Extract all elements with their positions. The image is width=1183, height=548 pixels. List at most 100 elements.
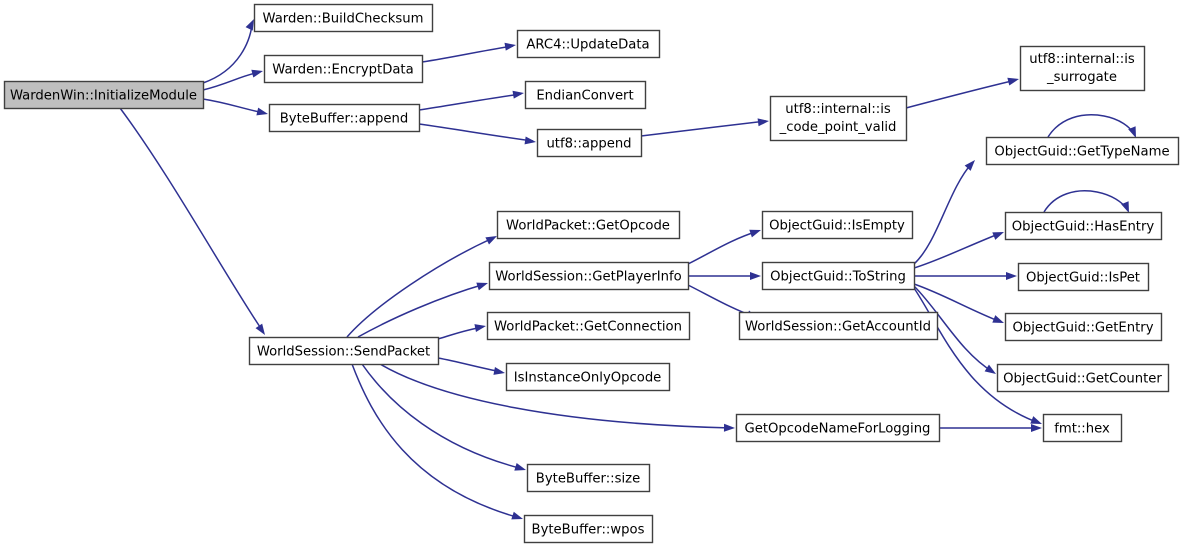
call-edge [202,69,263,91]
graph-node[interactable]: Warden::BuildChecksum [253,3,434,33]
graph-node[interactable]: WorldSession::GetAccountId [738,311,939,341]
graph-node[interactable]: ObjectGuid::GetTypeName [985,136,1180,166]
graph-node[interactable]: utf8::internal::is_code_point_valid [769,95,908,142]
edge-line [687,230,759,265]
graph-node[interactable]: fmt::hex [1042,413,1123,443]
node-box[interactable] [536,128,643,158]
call-edge [1043,190,1129,213]
graph-node[interactable]: WorldSession::SendPacket [248,336,440,366]
graph-node[interactable]: ByteBuffer::append [268,103,421,133]
edge-line [913,283,1002,323]
call-edge [905,77,1019,109]
node-box[interactable] [263,54,424,84]
call-edge [914,272,1017,280]
graph-node[interactable]: ObjectGuid::ToString [761,261,916,291]
arrow-head-icon [474,324,486,333]
node-box[interactable] [248,336,440,366]
node-label: GetOpcodeNameForLogging [745,422,931,437]
node-box[interactable] [761,261,916,291]
node-layer: WardenWin::InitializeModule Warden::Build… [3,3,1180,544]
arrow-head-icon [476,282,488,291]
edge-line [379,363,733,429]
node-label: ByteBuffer::wpos [532,523,645,538]
edge-line [418,123,534,142]
call-edge [202,19,254,84]
graph-node[interactable]: utf8::internal::is_surrogate [1019,45,1146,92]
node-label: ObjectGuid::ToString [770,270,906,285]
edge-line [905,79,1017,109]
graph-node[interactable]: ObjectGuid::GetEntry [1004,312,1163,342]
call-edge [418,123,536,145]
node-box[interactable] [488,261,690,291]
graph-node[interactable]: WardenWin::InitializeModule [3,80,205,110]
edge-line [913,287,1040,424]
node-box[interactable] [1017,262,1150,292]
edge-layer [119,19,1136,520]
graph-node[interactable]: WorldPacket::GetConnection [486,311,691,341]
node-label: ByteBuffer::append [280,112,408,127]
call-edge [418,90,524,111]
root-node-box[interactable] [3,80,205,110]
graph-node[interactable]: IsInstanceOnlyOpcode [505,362,671,392]
graph-node[interactable]: WorldPacket::GetOpcode [496,210,681,240]
node-box[interactable] [496,210,681,240]
node-box[interactable] [735,413,941,443]
call-edge [346,236,497,338]
node-box[interactable] [486,311,691,341]
graph-node[interactable]: utf8::append [536,128,643,158]
graph-node[interactable]: ObjectGuid::HasEntry [1004,211,1163,241]
node-label: EndianConvert [536,89,633,104]
call-edge [351,363,523,520]
node-box[interactable] [769,95,908,142]
graph-node[interactable]: ByteBuffer::wpos [523,514,654,544]
call-edge [687,229,761,265]
edge-line [418,93,522,111]
node-box[interactable] [1042,413,1123,443]
call-edge [939,424,1042,432]
edge-line [202,24,253,84]
arrow-head-icon [1128,126,1136,138]
node-box[interactable] [1019,45,1146,92]
node-label: ObjectGuid::GetTypeName [994,145,1169,160]
edge-line [202,71,261,91]
graph-node[interactable]: ObjectGuid::GetCounter [996,363,1170,393]
edge-line [913,162,973,265]
node-box[interactable] [268,103,421,133]
node-box[interactable] [524,80,647,110]
node-box[interactable] [523,514,654,544]
arrow-head-icon [1121,201,1129,213]
node-box[interactable] [526,463,651,493]
node-label: ObjectGuid::GetEntry [1012,321,1153,336]
graph-node[interactable]: ByteBuffer::size [526,463,651,493]
graph-node[interactable]: GetOpcodeNameForLogging [735,413,941,443]
node-label: ARC4::UpdateData [526,38,649,53]
edge-line [119,107,263,331]
graph-node[interactable]: WorldSession::GetPlayerInfo [488,261,690,291]
graph-node[interactable]: Warden::EncryptData [263,54,424,84]
arrow-head-icon [1030,416,1042,424]
node-box[interactable] [996,363,1170,393]
edge-line [351,363,521,519]
arrow-head-icon [511,511,523,520]
node-box[interactable] [1004,312,1163,342]
node-box[interactable] [253,3,434,33]
graph-node[interactable]: EndianConvert [524,80,647,110]
node-box[interactable] [516,29,661,59]
graph-node[interactable]: ObjectGuid::IsEmpty [761,210,914,240]
node-label: ByteBuffer::size [536,472,640,487]
node-label: ObjectGuid::HasEntry [1012,220,1155,235]
node-label: utf8::internal::is_code_point_valid [779,102,897,135]
node-box[interactable] [1004,211,1163,241]
node-box[interactable] [985,136,1180,166]
node-label: WorldSession::GetPlayerInfo [495,270,682,285]
node-box[interactable] [505,362,671,392]
call-edge [379,363,735,432]
edge-line [357,283,486,338]
node-box[interactable] [738,311,939,341]
node-box[interactable] [761,210,914,240]
arrow-head-icon [524,136,536,145]
arrow-head-icon [256,107,268,116]
graph-node[interactable]: ObjectGuid::IsPet [1017,262,1150,292]
graph-node[interactable]: ARC4::UpdateData [516,29,661,59]
